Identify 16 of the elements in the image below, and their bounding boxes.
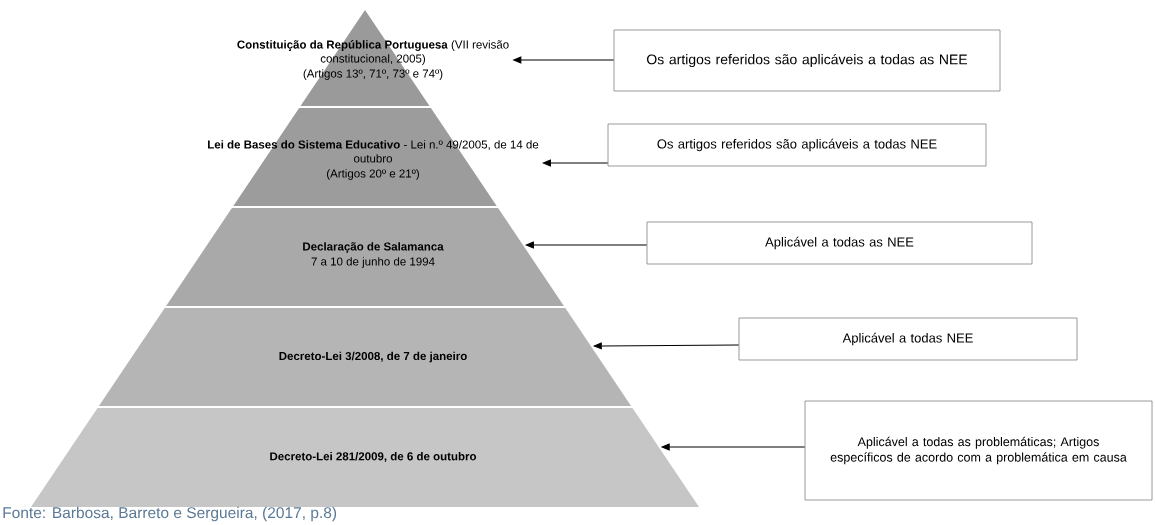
arrow [661, 443, 806, 451]
caption: Fonte: Barbosa, Barreto e Sergueira, (2017, p.8) [3, 506, 337, 522]
text-box: Os artigos referidos são aplicáveis a todas as NEE [613, 29, 1001, 92]
pyramid-band: Lei de Bases do Sistema Educativo - Lei n.º 49/2005, de 14 de outubro (Artigos 20º e 21º) [208, 108, 539, 206]
pyramid-band: Decreto-Lei 3/2008, de 7 de janeiro [98, 308, 632, 406]
arrow [525, 241, 648, 249]
arrow [542, 159, 609, 167]
text-box: Aplicável a todas NEE [738, 317, 1078, 361]
node-label: (VII revisão [451, 40, 509, 51]
text-box: Aplicável a todas as problemáticas; Artigos específicos de acordo com a problemática em causa [804, 400, 1153, 501]
pyramid-band: Decreto-Lei 281/2009, de 6 de outubro [31, 408, 699, 507]
text-box: Aplicável a todas as NEE [646, 221, 1033, 265]
pyramid-band: Declaração de Salamanca 7 a 10 de junho de 1994 [166, 208, 564, 306]
text-box: Os artigos referidos são aplicáveis a todas NEE [607, 123, 987, 167]
arrow [513, 56, 615, 64]
arrow [593, 342, 740, 350]
